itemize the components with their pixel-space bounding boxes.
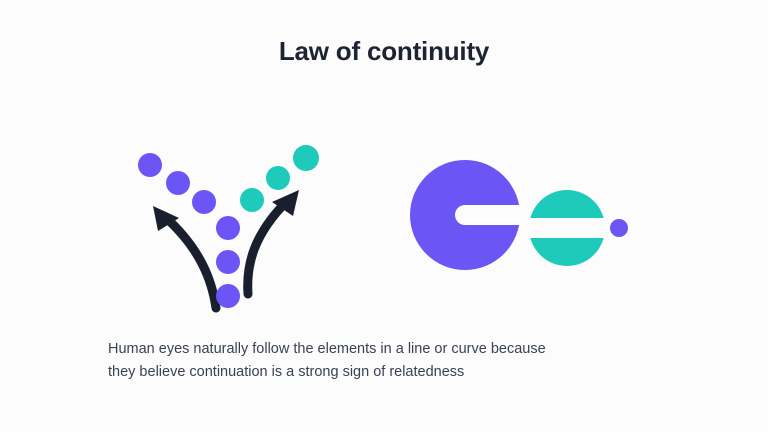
illustration-notched-circles [410,150,650,280]
arrow-left-icon [153,206,221,313]
small-purple-dot [610,219,628,237]
big-purple-circle-shape [410,160,535,270]
dot-left-2 [166,171,190,195]
dot-right-2 [266,166,290,190]
illustration-row [0,120,768,313]
caption-text: Human eyes naturally follow the elements… [108,338,688,384]
caption-line-1: Human eyes naturally follow the elements… [108,341,546,357]
illustration-branching-dots [120,130,320,313]
dot-stem-1 [216,216,240,240]
dot-right-1 [240,188,264,212]
dot-left-1 [138,153,162,177]
page-title: Law of continuity [278,36,490,66]
dot-left-3 [192,190,216,214]
dot-stem-2 [216,250,240,274]
teal-split-circle-shape [525,190,611,266]
caption-line-2: they believe continuation is a strong si… [108,364,465,381]
dot-stem-3 [216,284,240,308]
arrow-right-icon [243,190,299,299]
dot-right-3 [293,145,319,171]
